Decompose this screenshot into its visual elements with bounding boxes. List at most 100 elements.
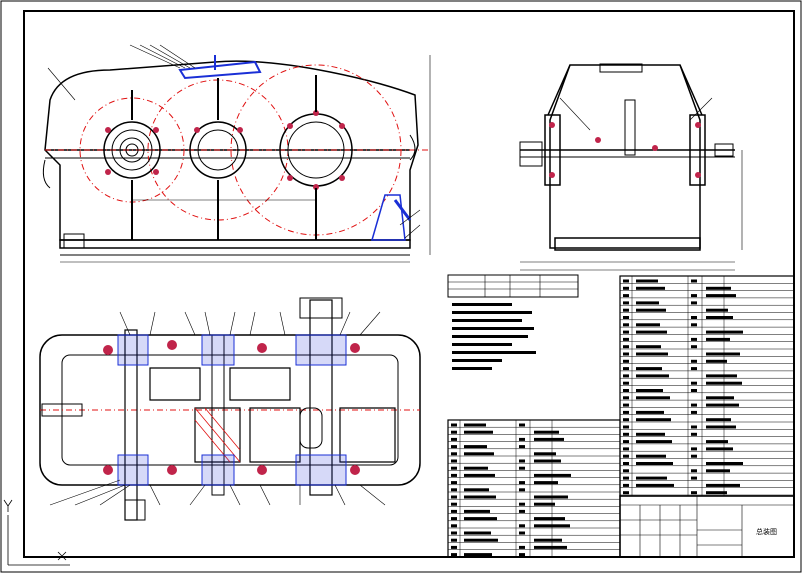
table-cell-mark xyxy=(623,330,629,334)
table-cell-mark xyxy=(451,495,457,499)
table-cell-mark xyxy=(691,345,697,349)
table-cell-mark xyxy=(691,367,697,371)
table-cell-mark xyxy=(636,454,666,458)
table-cell-mark xyxy=(636,367,662,371)
table-cell-mark xyxy=(519,488,525,492)
table-cell-mark xyxy=(451,545,457,549)
table-cell-mark xyxy=(691,476,697,480)
table-cell-mark xyxy=(706,294,736,298)
table-cell-mark xyxy=(534,524,570,528)
table-cell-mark xyxy=(636,483,674,487)
table-cell-mark xyxy=(636,279,658,283)
front-view xyxy=(42,44,431,263)
table-cell-mark xyxy=(623,469,629,473)
table-cell-mark xyxy=(706,286,731,290)
table-cell-mark xyxy=(451,502,457,506)
table-cell-mark xyxy=(451,481,457,485)
table-cell-mark xyxy=(623,381,629,385)
side-view xyxy=(519,63,743,271)
table-cell-mark xyxy=(534,430,559,434)
table-cell-mark xyxy=(691,279,697,283)
table-cell-mark xyxy=(464,452,494,456)
table-cell-mark xyxy=(623,396,629,400)
table-cell-mark xyxy=(706,337,730,341)
table-cell-mark xyxy=(623,410,629,414)
table-cell-mark xyxy=(464,517,497,521)
table-cell-mark xyxy=(691,454,697,458)
table-cell-mark xyxy=(451,452,457,456)
table-cell-mark xyxy=(636,352,668,356)
table-cell-mark xyxy=(451,466,457,470)
table-cell-mark xyxy=(519,502,525,506)
table-cell-mark xyxy=(706,462,743,465)
table-cell-mark xyxy=(623,403,629,407)
table-cell-mark xyxy=(534,459,561,463)
table-cell-mark xyxy=(623,389,629,392)
table-cell-mark xyxy=(623,476,629,480)
table-cell-mark xyxy=(691,491,697,495)
table-cell-mark xyxy=(691,359,697,363)
table-cell-mark xyxy=(636,323,660,327)
table-cell-mark xyxy=(451,459,457,463)
table-cell-mark xyxy=(534,517,565,521)
table-cell-mark xyxy=(691,316,697,319)
table-cell-mark xyxy=(623,337,629,341)
table-cell-mark xyxy=(706,418,731,422)
table-cell-mark xyxy=(623,462,629,465)
table-cell-mark xyxy=(519,459,525,463)
table-cell-mark xyxy=(636,389,663,392)
table-cell-mark xyxy=(464,538,498,542)
table-cell-mark xyxy=(519,531,525,535)
table-cell-mark xyxy=(519,509,525,513)
table-cell-mark xyxy=(691,447,697,451)
table-cell-mark xyxy=(623,418,629,422)
table-cell-mark xyxy=(519,481,525,485)
technical-notes xyxy=(447,274,579,370)
table-cell-mark xyxy=(623,432,629,436)
table-cell-mark xyxy=(451,445,457,449)
top-view xyxy=(39,297,421,521)
table-cell-mark xyxy=(451,488,457,492)
table-cell-mark xyxy=(464,509,490,513)
table-cell-mark xyxy=(519,466,525,470)
table-cell-mark xyxy=(464,553,492,557)
table-cell-mark xyxy=(623,440,629,444)
table-cell-mark xyxy=(706,316,733,319)
table-cell-mark xyxy=(534,502,555,506)
table-cell-mark xyxy=(534,481,558,485)
table-cell-mark xyxy=(691,469,697,473)
table-cell-mark xyxy=(691,301,697,305)
table-cell-mark xyxy=(464,531,491,535)
table-cell-mark xyxy=(464,488,489,492)
table-cell-mark xyxy=(464,466,488,470)
table-cell-mark xyxy=(623,367,629,371)
table-cell-mark xyxy=(636,374,669,378)
table-cell-mark xyxy=(519,545,525,549)
table-cell-mark xyxy=(706,308,728,312)
table-cell-mark xyxy=(636,345,661,349)
table-cell-mark xyxy=(534,452,556,456)
table-cell-mark xyxy=(623,294,629,298)
table-cell-mark xyxy=(464,430,493,434)
table-cell-mark xyxy=(534,495,568,499)
table-cell-mark xyxy=(636,476,667,480)
table-cell-mark xyxy=(706,359,727,363)
table-cell-mark xyxy=(623,425,629,429)
parts-list-upper xyxy=(619,275,795,497)
table-cell-mark xyxy=(636,418,671,422)
table-cell-mark xyxy=(464,495,496,499)
table-cell-mark xyxy=(451,437,457,441)
table-cell-mark xyxy=(706,374,737,378)
table-cell-mark xyxy=(451,430,457,434)
table-cell-mark xyxy=(623,308,629,312)
table-cell-mark xyxy=(691,432,697,436)
table-cell-mark xyxy=(706,352,740,356)
table-cell-mark xyxy=(623,491,629,495)
table-cell-mark xyxy=(451,531,457,535)
table-cell-mark xyxy=(623,447,629,451)
table-cell-mark xyxy=(691,389,697,392)
table-cell-mark xyxy=(623,483,629,487)
table-cell-mark xyxy=(691,381,697,385)
